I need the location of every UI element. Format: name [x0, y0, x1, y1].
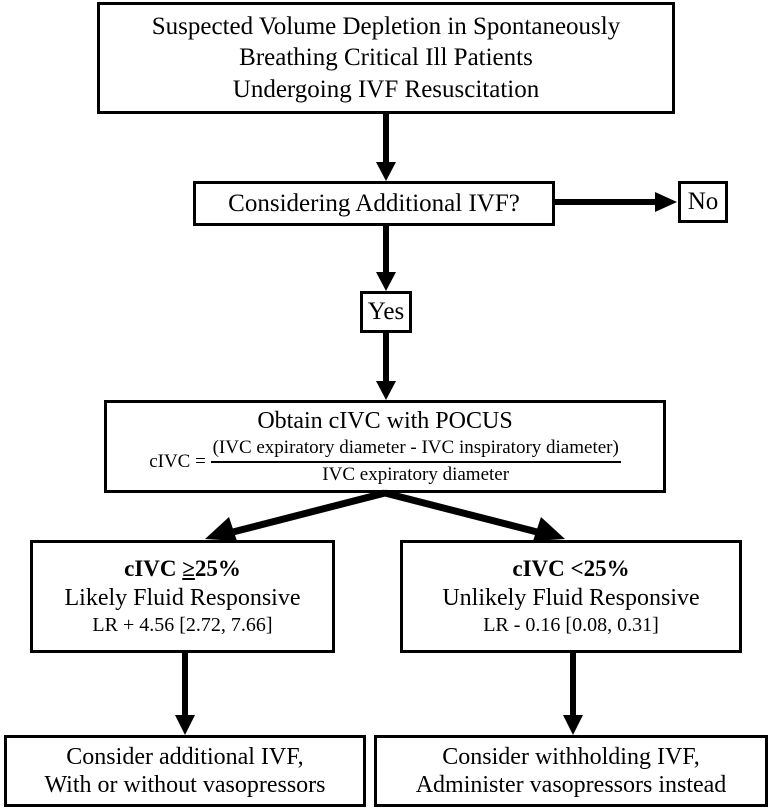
node-bottom-right-line-2: Administer vasopressors instead — [415, 772, 727, 798]
greater-than-or-equal-icon: ≥ — [182, 555, 195, 581]
edge-right-branch-to-bottom-right — [561, 653, 585, 737]
node-right-branch-lr: LR - 0.16 [0.08, 0.31] — [483, 614, 659, 637]
arrow-down-icon — [376, 226, 396, 291]
node-bottom-left-line-1: Consider additional IVF, — [66, 743, 304, 770]
node-considering-additional-ivf: Considering Additional IVF? — [193, 181, 555, 226]
arrow-down-icon — [376, 114, 396, 181]
node-right-branch-subtitle: Unlikely Fluid Responsive — [442, 585, 700, 612]
node-left-branch-subtitle: Likely Fluid Responsive — [64, 585, 301, 612]
node-bottom-right-line-1: Consider withholding IVF, — [442, 743, 700, 770]
node-no: No — [678, 181, 728, 223]
node-considering-label: Considering Additional IVF? — [228, 189, 520, 217]
node-consider-withholding-ivf: Consider withholding IVF, Administer vas… — [374, 735, 768, 807]
edge-left-branch-to-bottom-left — [173, 653, 197, 737]
node-consider-additional-ivf: Consider additional IVF, With or without… — [4, 735, 366, 807]
edge-suspected-to-considering — [374, 114, 398, 182]
node-no-label: No — [687, 188, 719, 216]
civc-formula-numerator: (IVC expiratory diameter - IVC inspirato… — [210, 437, 621, 463]
edge-considering-to-yes — [374, 226, 398, 292]
node-yes-label: Yes — [367, 298, 405, 326]
node-civc-lt-25: cIVC <25% Unlikely Fluid Responsive LR -… — [400, 540, 742, 653]
node-obtain-civc-with-pocus: Obtain cIVC with POCUS cIVC = (IVC expir… — [104, 400, 666, 493]
edge-considering-to-no — [555, 190, 679, 214]
node-left-branch-head-suffix: 25% — [194, 555, 241, 581]
arrow-down-icon — [563, 653, 583, 735]
arrow-down-icon — [376, 333, 396, 400]
civc-formula-denominator: IVC expiratory diameter — [322, 463, 510, 485]
node-left-branch-head: cIVC ≥25% — [124, 555, 241, 584]
node-right-branch-head: cIVC <25% — [512, 555, 630, 581]
node-suspected-line-1: Suspected Volume Depletion in Spontaneou… — [151, 12, 621, 40]
edge-civc-branch-split — [185, 489, 585, 549]
civc-formula: cIVC = (IVC expiratory diameter - IVC in… — [149, 437, 621, 486]
arrow-branch-icon — [205, 489, 565, 541]
node-bottom-left-line-2: With or without vasopressors — [44, 772, 326, 798]
node-civc-gte-25: cIVC ≥25% Likely Fluid Responsive LR + 4… — [30, 540, 335, 653]
node-suspected-line-2: Breathing Critical Ill Patients — [239, 44, 533, 72]
node-suspected-volume-depletion: Suspected Volume Depletion in Spontaneou… — [97, 2, 675, 114]
node-civc-title: Obtain cIVC with POCUS — [257, 408, 513, 434]
arrow-right-icon — [555, 192, 677, 212]
edge-yes-to-civc — [374, 333, 398, 401]
node-yes: Yes — [360, 291, 412, 333]
arrow-down-icon — [175, 653, 195, 735]
node-left-branch-lr: LR + 4.56 [2.72, 7.66] — [92, 614, 273, 637]
node-suspected-line-3: Undergoing IVF Resuscitation — [232, 75, 540, 103]
node-left-branch-head-prefix: cIVC — [124, 555, 183, 581]
civc-formula-lhs: cIVC = — [149, 450, 211, 472]
civc-formula-fraction: (IVC expiratory diameter - IVC inspirato… — [210, 437, 621, 486]
